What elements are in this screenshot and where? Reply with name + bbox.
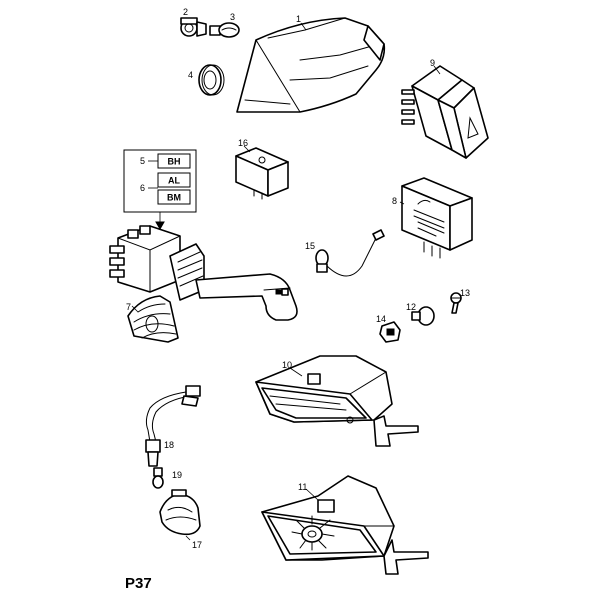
part-2-bulb-holder	[180, 17, 207, 37]
code-bm: BM	[167, 193, 181, 203]
leader-8	[399, 201, 405, 205]
part-17-side-repeater	[159, 489, 201, 536]
callout-8: 8	[392, 196, 397, 206]
callout-15: 15	[305, 241, 315, 251]
part-14-clip	[379, 321, 401, 343]
callout-4: 4	[188, 70, 193, 80]
callout-17: 17	[192, 540, 202, 550]
leader-7	[131, 305, 139, 313]
callout-2: 2	[183, 7, 188, 17]
callout-19: 19	[172, 470, 182, 480]
part-5-6-indicator-switch	[109, 225, 298, 321]
callout-6: 6	[140, 183, 145, 193]
callout-13: 13	[460, 288, 470, 298]
callout-1: 1	[296, 14, 301, 24]
part-8-flasher-unit	[401, 177, 473, 259]
callout-9: 9	[430, 58, 435, 68]
part-18-wiring-harness	[145, 385, 201, 467]
leader-17	[185, 535, 191, 541]
part-13-screw	[450, 292, 462, 314]
callout-18: 18	[164, 440, 174, 450]
part-10-auxiliary-lamp	[255, 355, 419, 447]
leader-16	[243, 145, 251, 153]
callout-3: 3	[230, 12, 235, 22]
code-bh: BH	[168, 157, 181, 167]
part-16-relay	[235, 147, 289, 200]
callout-14: 14	[376, 314, 386, 324]
part-11-fog-lamp	[261, 475, 429, 575]
part-4-grommet	[198, 64, 225, 96]
part-12-bulb	[411, 306, 435, 326]
callout-7: 7	[126, 302, 131, 312]
variant-code-box	[123, 149, 197, 231]
callout-5: 5	[140, 156, 145, 166]
leader-11	[305, 488, 319, 501]
callout-11: 11	[298, 482, 307, 492]
part-1-front-indicator-lamp	[236, 17, 386, 113]
callout-12: 12	[406, 302, 416, 312]
leader-1	[300, 22, 307, 31]
callout-10: 10	[282, 360, 292, 370]
part-3-bulb	[209, 22, 240, 38]
part-15-bulb-with-wire	[315, 229, 385, 277]
callout-16: 16	[238, 138, 248, 148]
part-19-bulb	[152, 467, 164, 489]
part-9-hazard-switch	[401, 65, 489, 159]
code-al: AL	[168, 176, 180, 186]
leader-9	[433, 65, 441, 75]
part-7-switch-gaiter	[127, 295, 179, 343]
page-code: P37	[125, 575, 152, 592]
leader-10	[289, 367, 303, 377]
